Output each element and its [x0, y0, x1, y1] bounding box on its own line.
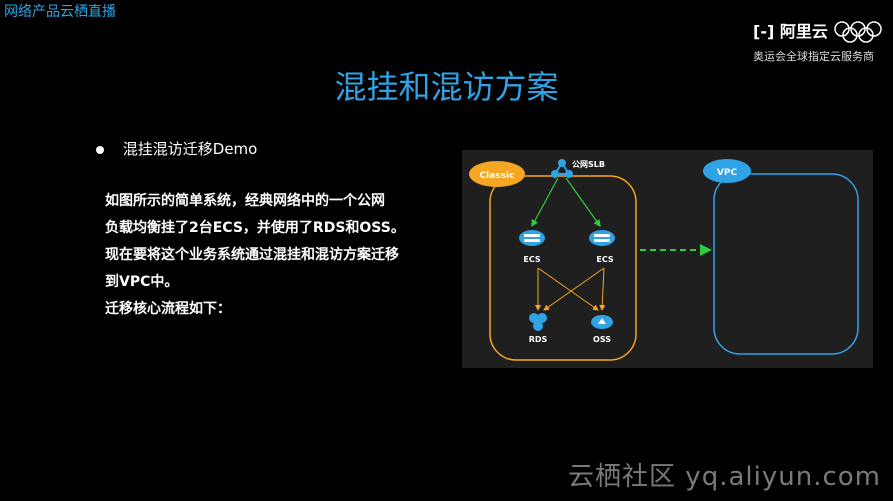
slb-label: 公网SLB — [572, 160, 605, 169]
description-line: 迁移核心流程如下： — [105, 301, 231, 317]
classic-label: Classic — [480, 171, 515, 181]
description: 如图所示的简单系统，经典网络中的一个公网 负载均衡挂了2台ECS，并使用了RDS… — [105, 188, 435, 323]
bullet-dot-icon — [96, 145, 104, 154]
vpc-region — [713, 173, 859, 355]
watermark: 云栖社区 yq.aliyun.com — [568, 462, 881, 492]
ecs-label: ECS — [523, 255, 540, 264]
ecs-icon — [519, 230, 545, 246]
architecture-diagram: Classic VPC 公网SLB ECS ECS — [462, 150, 873, 368]
bullet-item: 混挂混访迁移Demo — [96, 138, 257, 159]
classic-badge — [469, 161, 525, 187]
rds-icon — [529, 313, 547, 331]
vpc-badge — [703, 159, 751, 183]
vpc-label: VPC — [717, 168, 738, 178]
aliyun-logo-icon: [-] — [753, 22, 775, 41]
description-line: 如图所示的简单系统，经典网络中的一个公网 — [105, 193, 385, 209]
ecs-icon — [589, 230, 615, 246]
brand-subtitle: 奥运会全球指定云服务商 — [753, 50, 874, 63]
olympic-rings-icon — [834, 21, 882, 43]
description-line: 到VPC中。 — [105, 274, 179, 290]
bullet-text: 混挂混访迁移Demo — [122, 140, 258, 158]
classic-region — [489, 175, 637, 361]
description-line: 现在要将这个业务系统通过混挂和混访方案迁移 — [105, 247, 399, 263]
top-label: 网络产品云栖直播 — [4, 4, 116, 20]
oss-label: OSS — [593, 335, 611, 344]
ecs-label: ECS — [596, 255, 613, 264]
slb-icon — [551, 159, 573, 178]
page-title: 混挂和混访方案 — [334, 68, 559, 106]
description-line: 负载均衡挂了2台ECS，并使用了RDS和OSS。 — [105, 220, 405, 236]
brand: [-] 阿里云 奥运会全球指定云服务商 — [753, 18, 883, 68]
brand-name: 阿里云 — [779, 22, 828, 41]
rds-label: RDS — [529, 335, 548, 344]
aliyun-logo: [-] 阿里云 — [753, 18, 828, 42]
oss-icon — [591, 315, 613, 329]
